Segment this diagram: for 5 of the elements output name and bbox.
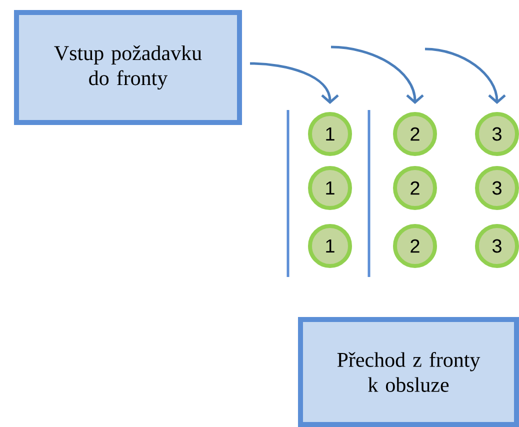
arrow (250, 62, 339, 104)
arrow (330, 46, 424, 104)
process-box: Přechod z fronty k obsluze (298, 316, 519, 427)
arrow (424, 48, 506, 104)
process-box: Vstup požadavku do fronty (14, 10, 242, 125)
